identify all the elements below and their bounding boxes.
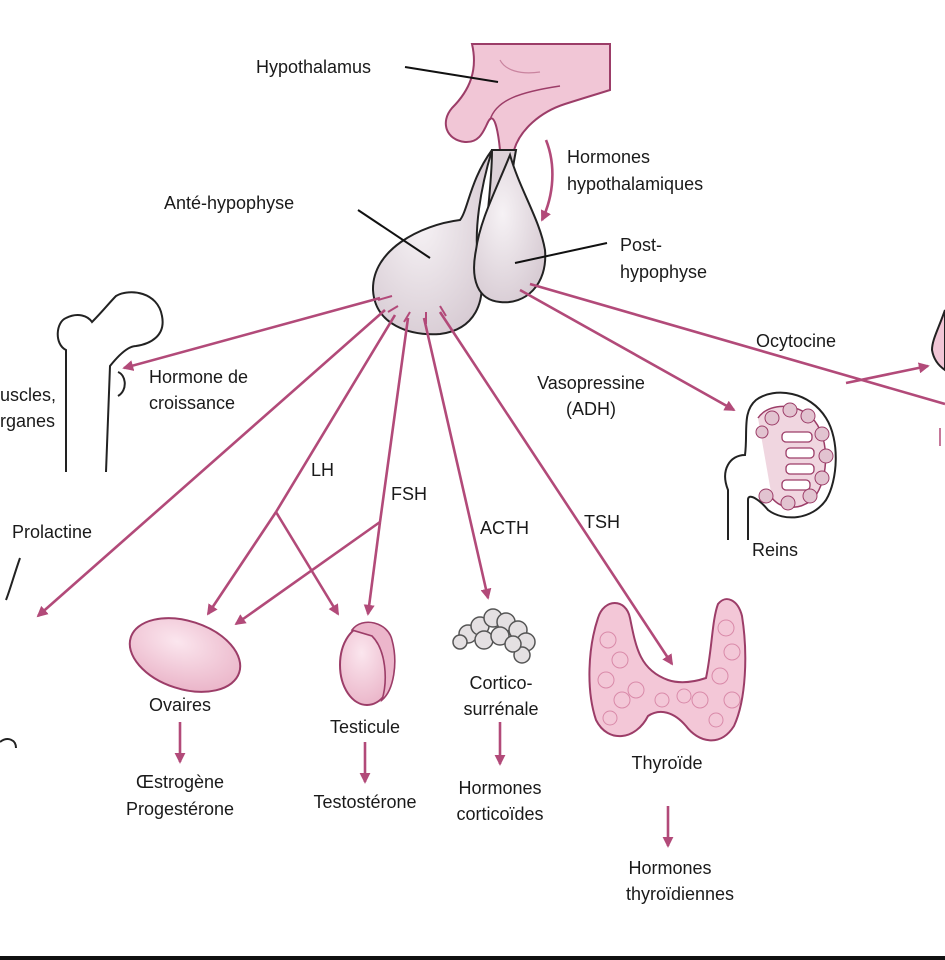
adrenal-label-1: Cortico- <box>469 673 533 693</box>
hypothalamic-hormones-arrow <box>540 139 554 222</box>
bottom-border <box>0 956 945 960</box>
prolactin-arrow <box>36 309 386 618</box>
fsh-arrow-main <box>378 317 410 523</box>
tsh-label: TSH <box>584 512 620 532</box>
fsh-arrow-ovary <box>234 520 381 626</box>
thyroid-hormones-label-2: thyroïdiennes <box>625 884 735 904</box>
thyroid-hormones-label-1: Hormones <box>628 858 712 878</box>
hypothalamus-shape <box>444 43 611 151</box>
prolactin-label: Prolactine <box>12 522 93 542</box>
hypothalamic-hormones-label-1: Hormones <box>567 147 651 167</box>
bone-shape <box>56 291 164 473</box>
ocytocin-label: Ocytocine <box>756 331 837 351</box>
hypothalamus-label: Hypothalamus <box>256 57 372 77</box>
muscles-label-2: rganes <box>0 411 56 431</box>
ovary-shape <box>128 617 242 693</box>
growth-hormone-label-2: croissance <box>149 393 236 413</box>
oestrogen-label: Œstrogène <box>135 772 225 792</box>
lh-label: LH <box>311 460 335 480</box>
uterus-shape <box>930 309 945 372</box>
posterior-pituitary-label-1: Post- <box>620 235 663 255</box>
muscles-label-1: uscles, <box>0 385 57 405</box>
ovary-label: Ovaires <box>148 695 211 715</box>
testicle-label: Testicule <box>329 717 401 737</box>
fsh-label: FSH <box>391 484 427 504</box>
pituitary-shape <box>371 149 547 336</box>
posterior-pituitary-label-2: hypophyse <box>620 262 708 282</box>
thyroid-shape <box>588 598 747 742</box>
anterior-pituitary-label: Anté-hypophyse <box>164 193 295 213</box>
testicle-shape <box>339 621 396 706</box>
fsh-arrow-testicle <box>363 521 382 616</box>
growth-hormone-label-1: Hormone de <box>149 367 249 387</box>
lh-arrow-testicle <box>274 511 340 616</box>
testosterone-label: Testostérone <box>313 792 417 812</box>
acth-label: ACTH <box>480 518 529 538</box>
tsh-arrow <box>438 311 674 666</box>
lh-arrow-main <box>274 314 397 513</box>
leader-lines <box>357 66 608 264</box>
hypothalamic-hormones-label-2: hypothalamiques <box>567 174 704 194</box>
pituitary-ticks <box>377 295 447 324</box>
lh-arrow-ovary <box>206 511 278 616</box>
adrenal-label-2: surrénale <box>463 699 539 719</box>
thyroid-label: Thyroïde <box>631 753 703 773</box>
growth-hormone-arrow <box>122 296 381 371</box>
vasopressin-label-2: (ADH) <box>566 399 616 419</box>
ocytocin-arrow-uterus <box>845 362 930 385</box>
vasopressin-label-1: Vasopressine <box>537 373 645 393</box>
breast-shape <box>0 557 21 749</box>
acth-arrow <box>422 317 492 600</box>
adrenal-shape <box>452 608 536 664</box>
ocytocin-arrow-main <box>529 282 945 406</box>
progesterone-label: Progestérone <box>125 799 235 819</box>
kidney-shape <box>724 391 837 540</box>
corticoid-hormones-label-1: Hormones <box>458 778 542 798</box>
kidney-label: Reins <box>752 540 799 560</box>
vasopressin-arrow <box>519 288 736 412</box>
corticoid-hormones-label-2: corticoïdes <box>456 804 544 824</box>
